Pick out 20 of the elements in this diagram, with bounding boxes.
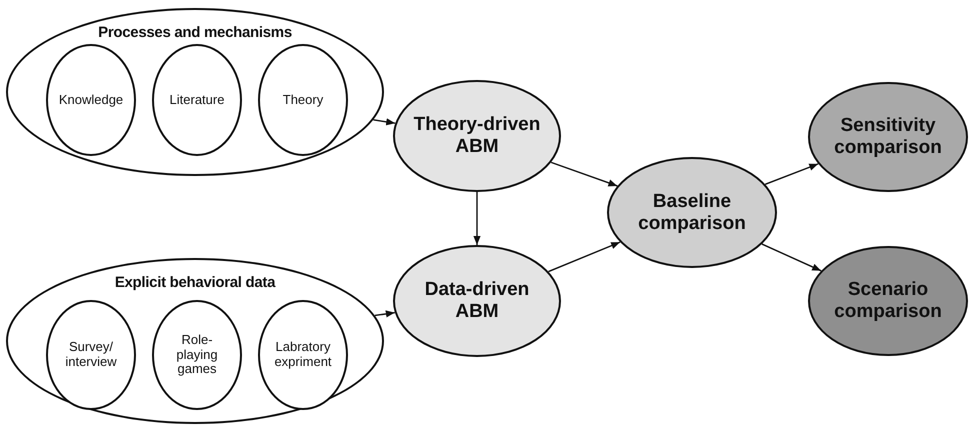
- arrow: [374, 310, 395, 318]
- arrow: [762, 243, 822, 272]
- arrow: [550, 162, 618, 187]
- group-heading: Processes and mechanisms: [98, 24, 292, 42]
- node-label: Sensitivity comparison: [833, 115, 943, 159]
- group-heading: Explicit behavioral data: [114, 274, 276, 292]
- node-label: Theory-driven ABM: [412, 114, 542, 158]
- node-label: Theory: [282, 92, 324, 108]
- node-label: Data-driven ABM: [424, 279, 530, 323]
- arrow: [473, 192, 481, 245]
- arrow: [764, 163, 818, 185]
- node-label: Survey/ interview: [64, 340, 118, 370]
- arrow: [373, 118, 396, 126]
- node-label: Scenario comparison: [833, 279, 943, 323]
- node-label: Literature: [170, 92, 224, 108]
- node-label: Role-playing games: [175, 332, 219, 378]
- arrow: [548, 241, 620, 272]
- node-label: Knowledge: [58, 92, 124, 108]
- node-label: Baseline comparison: [637, 190, 747, 234]
- node-label: Labratory expriment: [273, 340, 333, 370]
